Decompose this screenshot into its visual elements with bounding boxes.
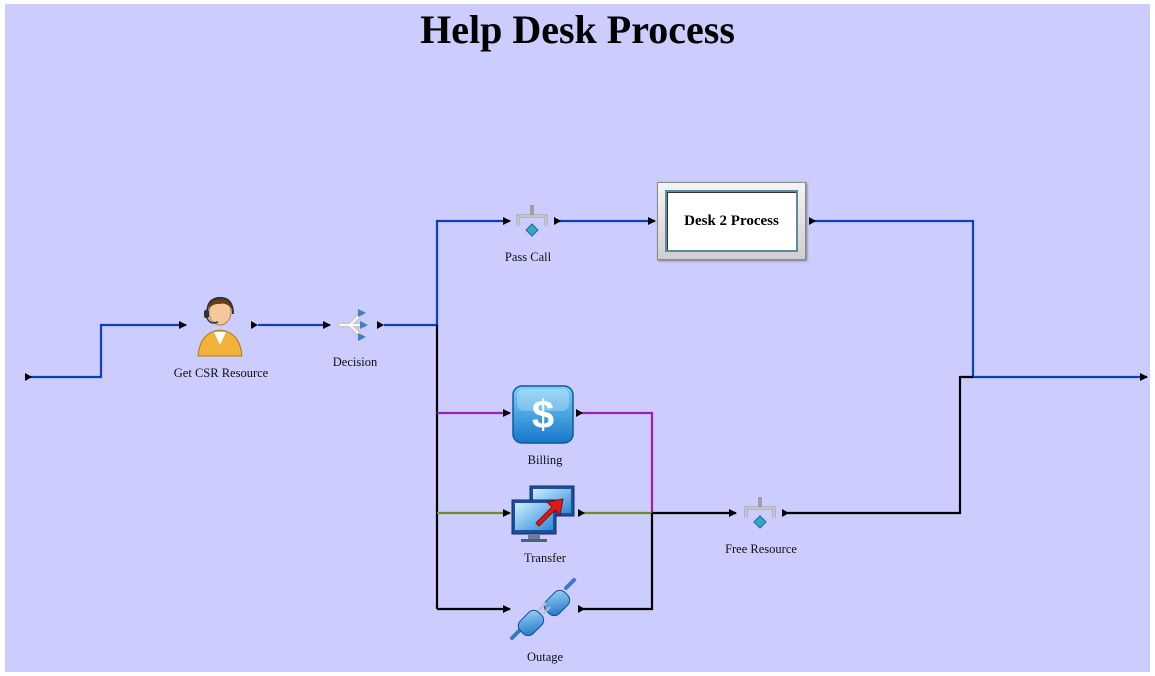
- connector-free-exit: [786, 375, 973, 515]
- transfer-label: Transfer: [524, 551, 566, 565]
- plug-disconnected-icon: [510, 578, 576, 640]
- desk-2-process-label: Desk 2 Process: [665, 190, 798, 252]
- connector-outage-out: [580, 513, 654, 611]
- desk-2-process-node[interactable]: Desk 2 Process: [657, 182, 806, 260]
- transfer-node[interactable]: [511, 485, 575, 542]
- pass-call-node[interactable]: [516, 205, 548, 237]
- billing-label: Billing: [527, 453, 563, 467]
- connector-desk2-exit: [813, 219, 1148, 381]
- decision-branch-icon: [337, 309, 368, 341]
- connector-billing-out: [580, 411, 654, 513]
- page-title: Help Desk Process: [420, 7, 735, 52]
- diagram-canvas: [5, 4, 1150, 672]
- decision-node[interactable]: [337, 309, 368, 341]
- pass-call-label: Pass Call: [504, 250, 552, 264]
- connectors: [30, 217, 1148, 613]
- output-ports: [25, 217, 816, 613]
- get-csr-resource-node[interactable]: [197, 296, 243, 357]
- free-resource-node[interactable]: [744, 497, 776, 529]
- connector-decision-passcall: [384, 217, 511, 327]
- outage-label: Outage: [526, 650, 564, 664]
- decision-label: Decision: [332, 355, 378, 369]
- headset-agent-icon: [197, 296, 243, 357]
- monitor-transfer-icon: [511, 485, 575, 542]
- svg-text:$: $: [532, 393, 554, 437]
- release-resource-icon: [744, 497, 776, 529]
- dollar-icon: $: [512, 385, 574, 444]
- free-resource-label: Free Resource: [725, 542, 797, 556]
- release-resource-icon: [516, 205, 548, 237]
- outage-node[interactable]: [510, 578, 576, 640]
- billing-node[interactable]: $: [512, 385, 574, 444]
- connector-entry: [30, 321, 187, 379]
- get-csr-resource-label: Get CSR Resource: [173, 366, 269, 380]
